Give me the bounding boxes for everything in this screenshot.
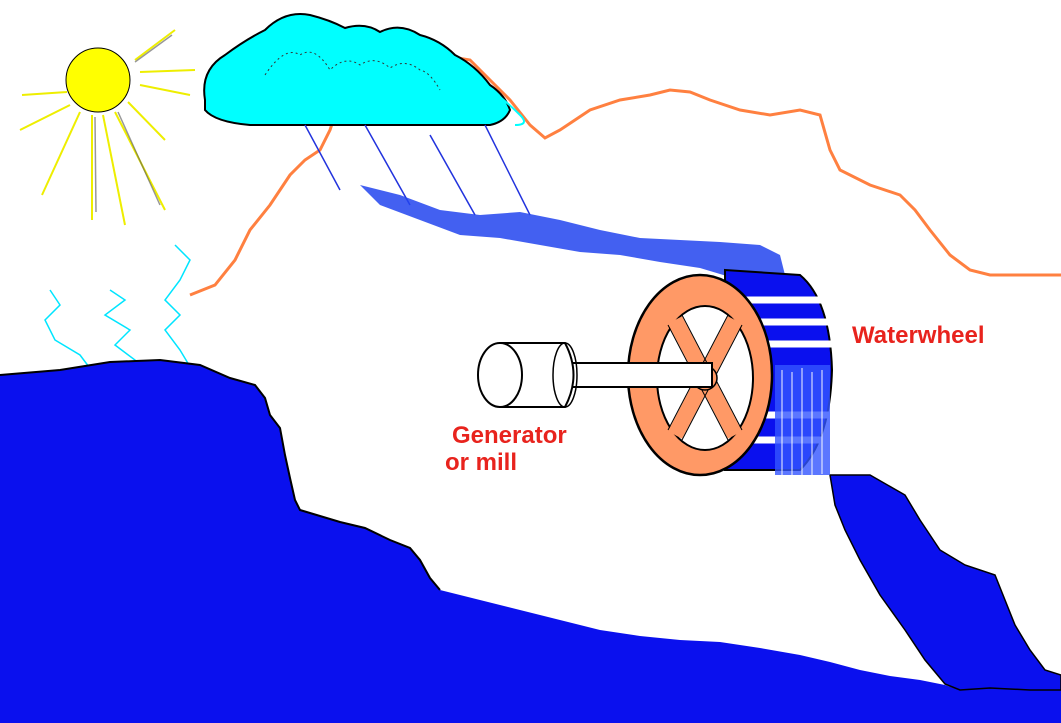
cloud [203,13,525,126]
generator-label-line1: Generator [452,422,567,449]
rain [304,124,531,216]
waterwheel-label: Waterwheel [852,322,984,349]
sun [19,29,196,226]
generator-label-line2: or mill [445,449,517,476]
mountain-ridge [189,53,1061,297]
generator [477,342,578,408]
river [829,474,1061,691]
sun-disc [65,47,131,113]
sea [0,360,1061,723]
stream [360,185,785,285]
